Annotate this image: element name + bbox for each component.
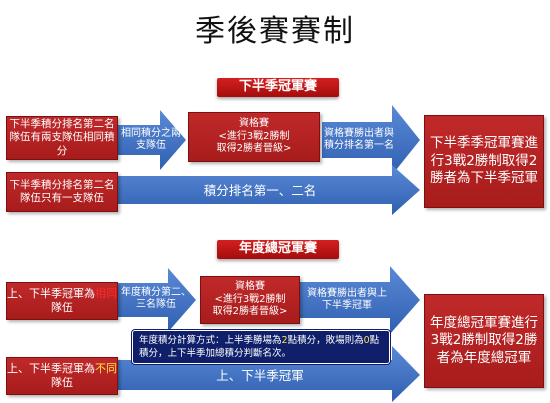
note-loss-points: 0: [363, 335, 370, 346]
box-second-place-single: 下半季積分排名第二名隊伍只有一支隊伍: [6, 172, 118, 212]
arrow-top-two: [118, 165, 420, 215]
qualifier-box-1: 資格賽 <進行3戰2勝制 取得2勝者晉級>: [188, 112, 320, 162]
arrow-same-points-label: 相同積分之兩支隊伍: [121, 128, 181, 151]
arrow-annual-label: 年度積分第二、三名隊伍: [121, 287, 191, 310]
note-text-post: 點積分，上下半季加總積分判斷名次。: [139, 335, 380, 359]
qualifier-box-2: 資格賽 <進行3戰2勝制 取得2勝者晉級>: [200, 276, 300, 324]
box-same-highlight: 相同: [95, 287, 117, 301]
box-second-place-tie: 下半季積分排名第二名隊伍有兩支隊伍相同積分: [6, 116, 118, 160]
final-box-second-half-text: 下半季季冠軍賽進行3戰2勝制取得2勝者為下半季冠軍: [430, 135, 538, 187]
qualifier-1-line2: <進行3戰2勝制: [218, 130, 290, 142]
qualifier-2-line3: 取得2勝者晉級>: [212, 306, 288, 318]
box-diff-highlight: 不同: [95, 362, 117, 376]
arrow-winner-2-label: 資格賽勝出者與上下半季冠軍: [307, 288, 387, 311]
qualifier-1-line1: 資格賽: [239, 118, 269, 130]
note-win-points: 2: [281, 335, 288, 346]
arrow-winner-1: [322, 105, 420, 175]
points-calculation-note: 年度積分計算方式：上半季勝場為2點積分，敗場則為0點積分，上下半季加總積分判斷名…: [132, 330, 390, 364]
arrow-winner-2: [300, 266, 420, 334]
note-text-pre: 年度積分計算方式：上半季勝場為: [139, 335, 282, 346]
arrow-annual: [118, 268, 196, 332]
arrow-winner-1-label: 資格賽勝出者與積分排名第一名: [324, 128, 394, 151]
box-same-text-pre: 上、下半季冠軍為: [7, 287, 95, 301]
banner-second-half-championship: 下半季冠軍賽: [217, 78, 339, 97]
qualifier-1-line3: 取得2勝者晉級>: [216, 143, 292, 155]
page-title: 季後賽賽制: [195, 14, 355, 49]
box-diff-text-post: 隊伍: [51, 376, 73, 389]
final-box-annual-text: 年度總冠軍賽進行3戰2勝制取得2勝者為年度總冠軍: [430, 314, 538, 366]
banner-annual-championship: 年度總冠軍賽: [217, 240, 339, 259]
box-second-place-single-text: 下半季積分排名第二名隊伍只有一支隊伍: [9, 178, 115, 204]
final-box-second-half: 下半季季冠軍賽進行3戰2勝制取得2勝者為下半季冠軍: [424, 115, 544, 208]
box-second-place-tie-text: 下半季積分排名第二名隊伍有兩支隊伍相同積分: [9, 118, 115, 157]
box-same-champion: 上、下半季冠軍為相同隊伍: [6, 282, 118, 320]
qualifier-2-line1: 資格賽: [235, 281, 265, 293]
box-different-champion: 上、下半季冠軍為不同隊伍: [6, 357, 118, 395]
note-text-mid: 點積分，敗場則為: [287, 335, 364, 346]
final-box-annual: 年度總冠軍賽進行3戰2勝制取得2勝者為年度總冠軍: [424, 294, 544, 388]
arrow-top-two-label: 積分排名第一、二名: [203, 182, 317, 198]
arrow-same-points: [118, 110, 186, 170]
arrow-champs-label: 上、下半季冠軍: [216, 367, 304, 383]
qualifier-2-line2: <進行3戰2勝制: [214, 293, 286, 305]
box-same-text-post: 隊伍: [51, 301, 73, 314]
box-diff-text-pre: 上、下半季冠軍為: [7, 362, 95, 376]
